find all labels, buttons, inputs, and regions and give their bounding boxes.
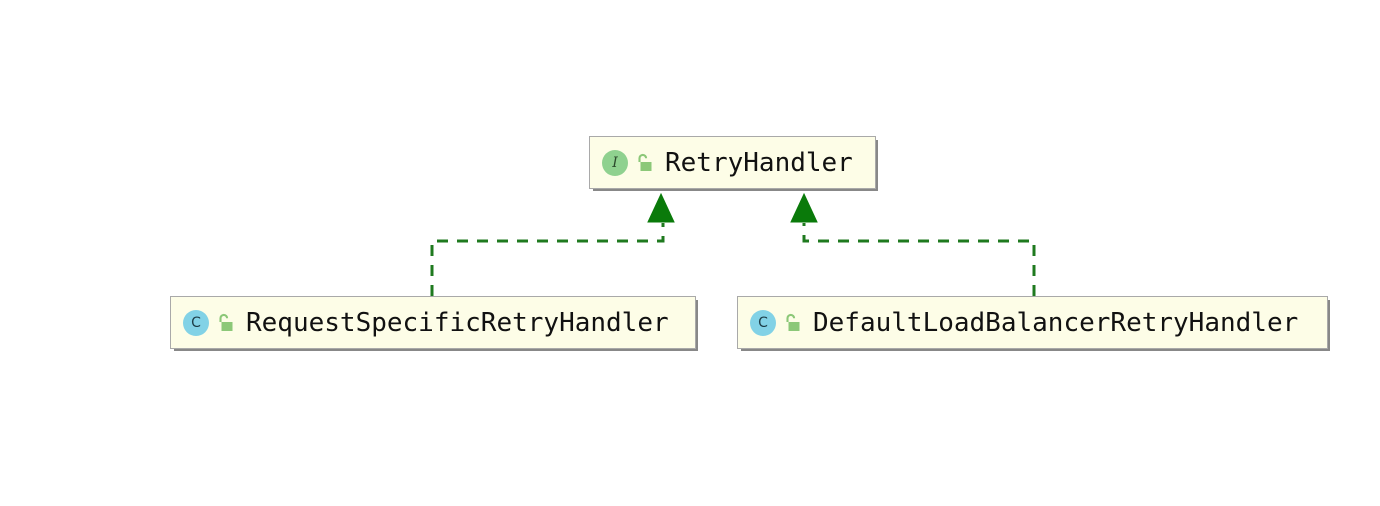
uml-node-request-specific-retry-handler[interactable]: C RequestSpecificRetryHandler <box>170 296 696 349</box>
node-content: C DefaultLoadBalancerRetryHandler <box>738 307 1312 338</box>
realization-arrowhead <box>647 192 675 223</box>
interface-icon: I <box>602 149 628 176</box>
uml-node-default-load-balancer-retry-handler[interactable]: C DefaultLoadBalancerRetryHandler <box>737 296 1328 349</box>
realization-arrowhead <box>790 192 818 223</box>
node-content: C RequestSpecificRetryHandler <box>171 307 683 338</box>
node-content: I RetryHandler <box>590 147 867 178</box>
realization-line <box>802 223 1036 296</box>
node-label: RetryHandler <box>665 147 853 178</box>
uml-node-retry-handler[interactable]: I RetryHandler <box>589 136 876 189</box>
realization-line <box>430 223 665 296</box>
open-padlock-icon <box>786 313 800 331</box>
class-icon: C <box>183 309 209 336</box>
open-padlock-icon <box>219 313 233 331</box>
open-padlock-icon <box>638 153 652 171</box>
node-label: DefaultLoadBalancerRetryHandler <box>813 307 1299 338</box>
node-label: RequestSpecificRetryHandler <box>246 307 669 338</box>
edge-request-specific-realizes-retry-handler <box>430 192 675 296</box>
class-icon: C <box>750 309 776 336</box>
edge-default-load-balancer-realizes-retry-handler <box>790 192 1036 296</box>
